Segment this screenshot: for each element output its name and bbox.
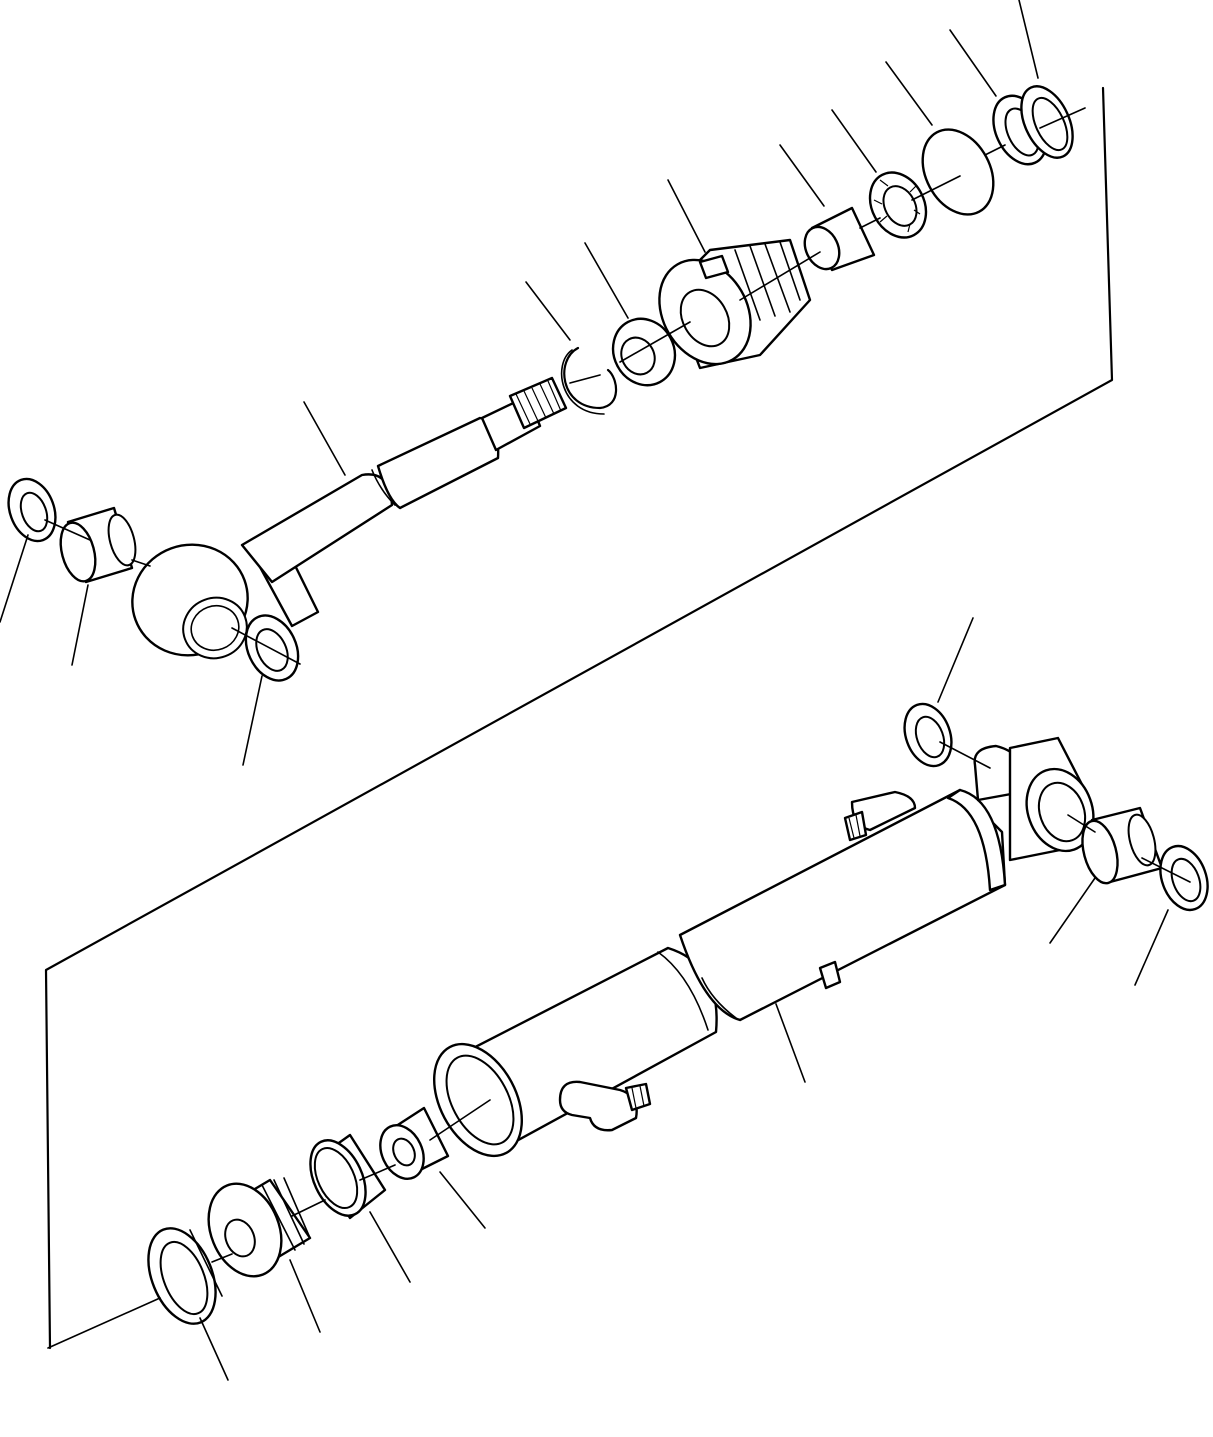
piston-nut [379, 1106, 450, 1180]
tube-port-fitting [843, 790, 917, 842]
leader-line [289, 1259, 321, 1333]
cylinder-head [658, 238, 812, 370]
leader-line [949, 29, 997, 97]
rod-eye-seal-right [244, 614, 300, 682]
leader-line [303, 401, 346, 476]
leader-line [369, 1211, 411, 1283]
leader-line [1049, 877, 1096, 944]
leader-line [1018, 0, 1039, 79]
leader-line [885, 61, 933, 126]
leader-line [667, 179, 706, 253]
rod-eye-bushing [59, 506, 137, 584]
piston-rod-shaft [240, 394, 542, 584]
rod-packing [868, 171, 928, 239]
piston-ring [147, 1227, 223, 1325]
wear-ring [309, 1133, 387, 1220]
leader-line [0, 534, 29, 623]
leader-line [242, 675, 263, 766]
leader-line [831, 109, 877, 173]
bottom-eye-bushing [1081, 806, 1164, 885]
head-bushing [803, 206, 876, 272]
o-ring [921, 128, 995, 216]
cylinder-tube-rear [678, 788, 1007, 1022]
leader-line [71, 584, 89, 666]
rod-eye-seal-left [7, 477, 57, 543]
cylinder-tube-assembly [47, 617, 1209, 1381]
leader-line [937, 617, 974, 703]
piston [207, 1177, 312, 1278]
leader-line [199, 1317, 229, 1381]
bottom-eye-seal-top [903, 702, 953, 768]
piston-rod-assembly [0, 0, 1086, 766]
leader-line [1134, 909, 1169, 986]
cylinder-tube-front [432, 946, 718, 1158]
port-elbow-fitting [558, 1080, 652, 1132]
snap-ring [563, 346, 618, 410]
leader-line [775, 1003, 806, 1083]
leader-line [525, 281, 571, 341]
leader-line [439, 1171, 486, 1229]
cylinder-bottom-eye [973, 736, 1095, 862]
leader-line [779, 144, 825, 207]
leader-line [584, 242, 629, 319]
rod-threaded-end [508, 376, 568, 430]
assembly-boundary-outline [44, 86, 1114, 1350]
